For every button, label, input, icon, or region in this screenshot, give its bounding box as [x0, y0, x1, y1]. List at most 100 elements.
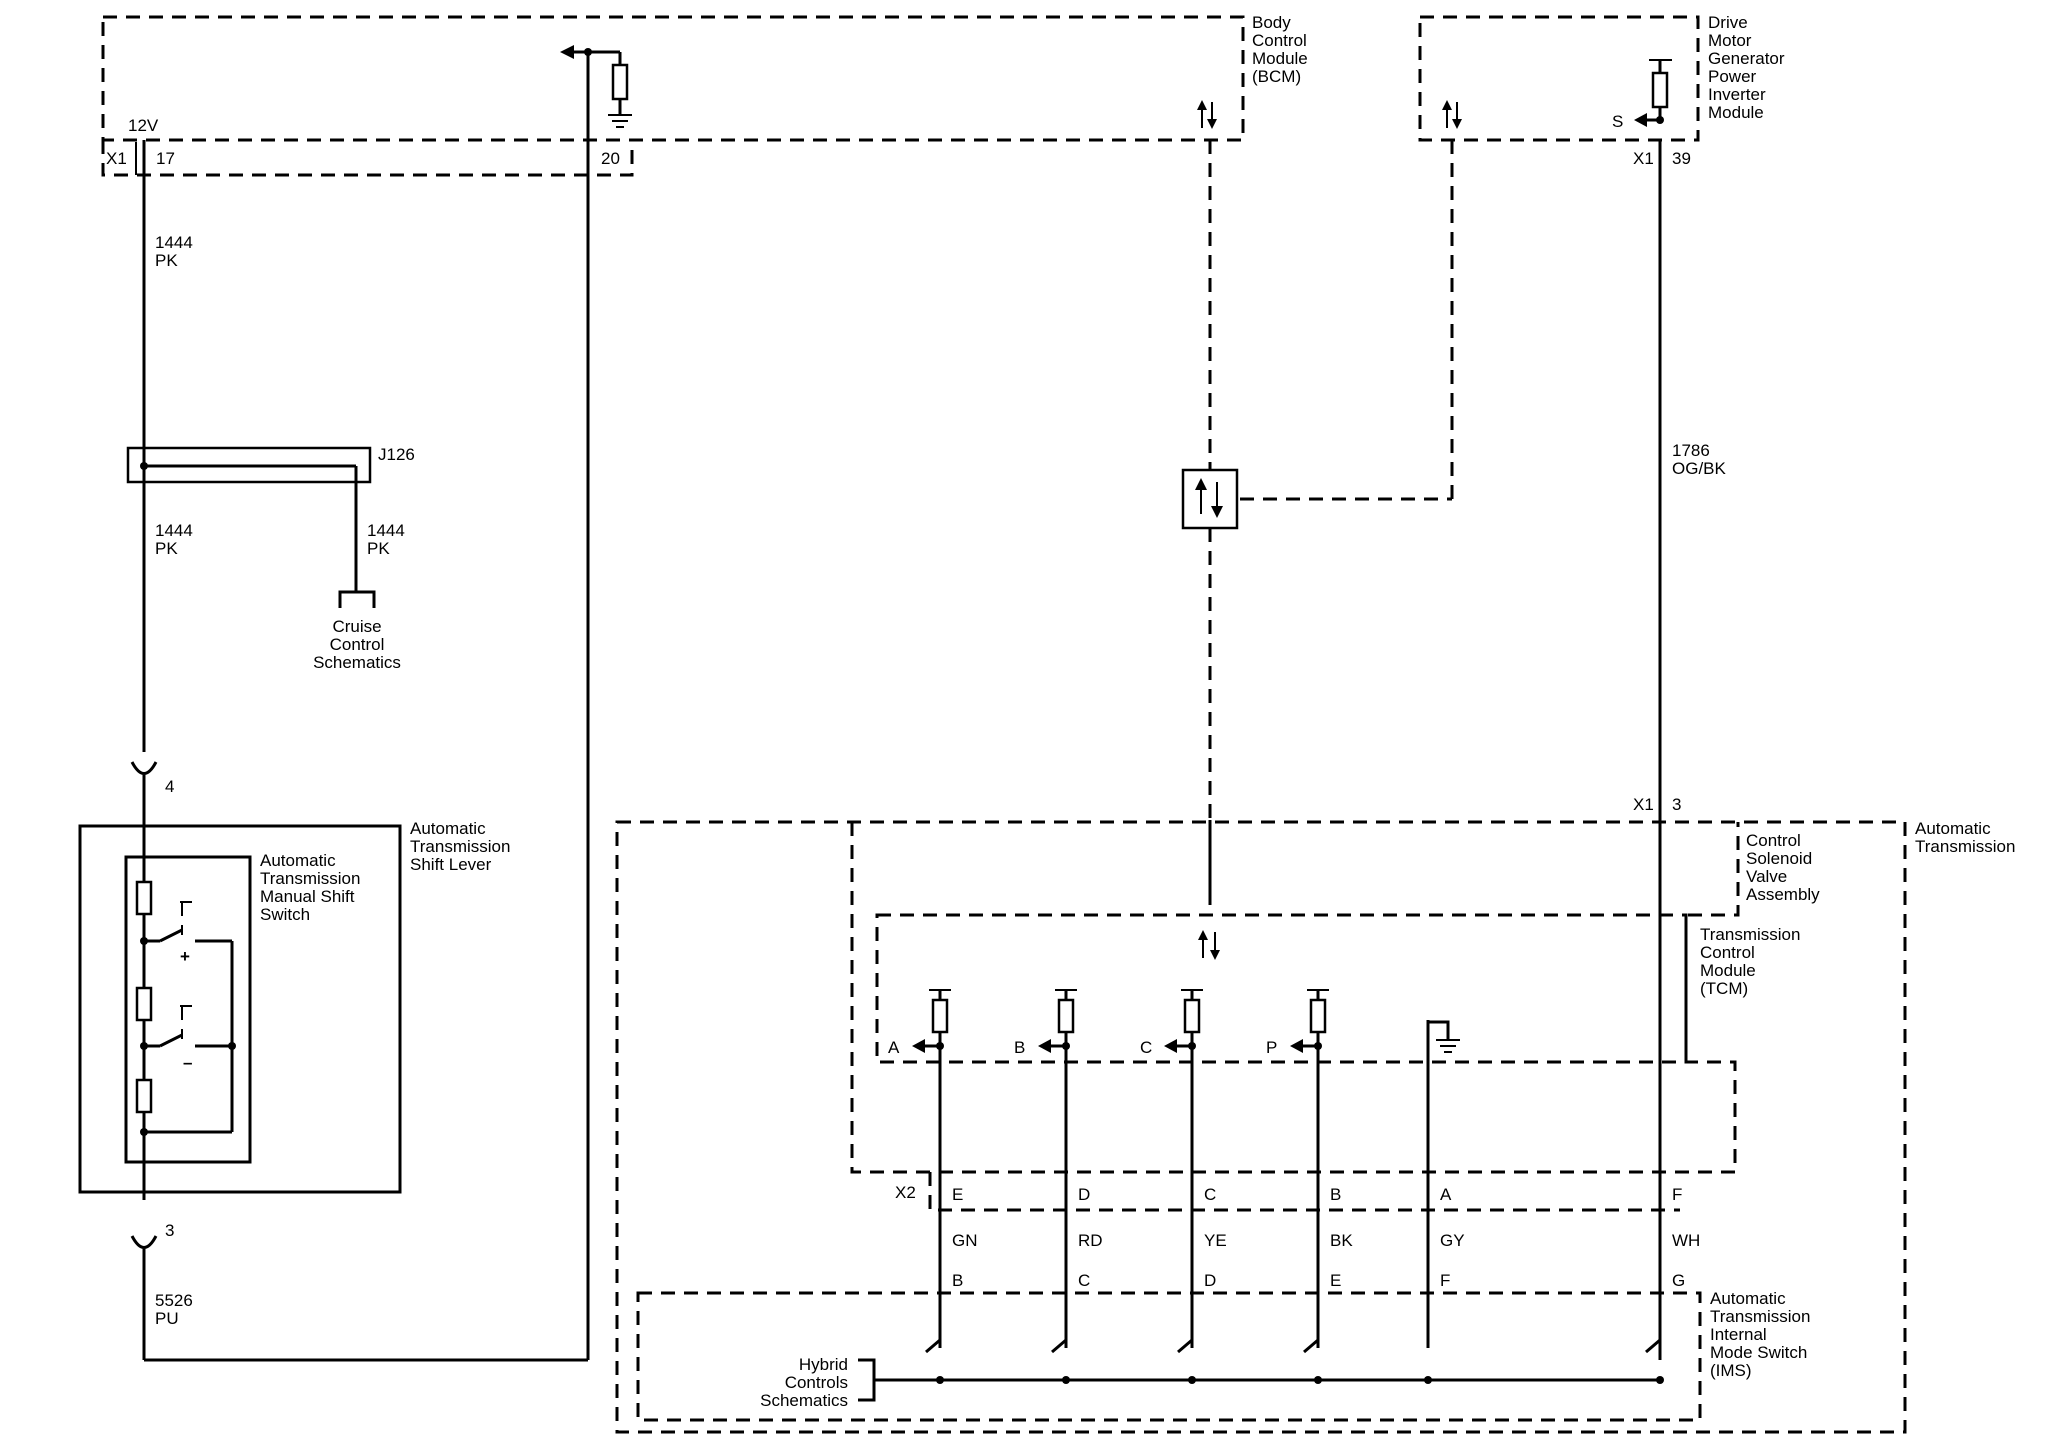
ims-switch-contact — [1051, 1338, 1067, 1354]
hybrid-label-line3: Schematics — [760, 1391, 848, 1410]
ims-junction-dot — [1424, 1376, 1432, 1384]
x2-pin-label: F — [1672, 1185, 1682, 1204]
ims-label-line3: Internal — [1710, 1325, 1767, 1344]
ims-junction-dot — [936, 1376, 944, 1384]
wire-color-label: BK — [1330, 1231, 1353, 1250]
tcm-label-line4: (TCM) — [1700, 979, 1748, 998]
ims-junction-dot — [1062, 1376, 1070, 1384]
cruise-control-reference: Cruise Control Schematics — [313, 590, 401, 672]
dm-pin-39: 39 — [1672, 149, 1691, 168]
auto-trans-label-line1: Automatic — [1915, 819, 1991, 838]
csva-label-line2: Solenoid — [1746, 849, 1812, 868]
shift-lever-label-line2: Transmission — [410, 837, 510, 856]
ims-pin-label: F — [1440, 1271, 1450, 1290]
ground-lead — [1428, 1020, 1450, 1040]
ims-pin-label: D — [1204, 1271, 1216, 1290]
output-arrow-icon — [1038, 1039, 1051, 1053]
wire-1786-ogbk: 1786 OG/BK X1 3 — [1633, 140, 1727, 1360]
ims-pin-label: B — [952, 1271, 963, 1290]
output-arrow-icon — [1290, 1039, 1303, 1053]
x2-pin-label: E — [952, 1185, 963, 1204]
wire-5526-number: 5526 — [155, 1291, 193, 1310]
dm-s-label: S — [1612, 112, 1623, 131]
tcm-label-line2: Control — [1700, 943, 1755, 962]
wire-color-label: GY — [1440, 1231, 1465, 1250]
tcm-serial-data-arrows-icon — [1198, 930, 1220, 960]
hybrid-controls-reference: Hybrid Controls Schematics — [760, 1355, 1660, 1410]
bcm-pin-17: 17 — [156, 149, 175, 168]
ims-pin-label: C — [1078, 1271, 1090, 1290]
inline-connector-3: 3 5526 PU — [130, 200, 590, 1362]
bcm-pin-20: 20 — [601, 149, 620, 168]
serial-data-arrows-icon — [1442, 100, 1462, 129]
wire-1444-color: PK — [155, 251, 178, 270]
bcm-label-line1: Body — [1252, 13, 1291, 32]
pullup-resistor — [1309, 998, 1327, 1034]
ims-switch-contact — [925, 1338, 941, 1354]
csva-label-line4: Assembly — [1746, 885, 1820, 904]
bcm-12v-label: 12V — [128, 116, 159, 135]
x2-pin-label: C — [1204, 1185, 1216, 1204]
wire-1444c-color: PK — [367, 539, 390, 558]
wire-1444-pk: 1444 PK — [142, 140, 193, 752]
dm-label-line1: Drive — [1708, 13, 1748, 32]
dm-label-line3: Generator — [1708, 49, 1785, 68]
hybrid-label-line2: Controls — [785, 1373, 848, 1392]
bcm-connector-x1: X1 — [106, 149, 127, 168]
junction-dot — [1188, 1042, 1196, 1050]
tcm-output-label: B — [1014, 1038, 1025, 1057]
minus-switch-label: – — [183, 1053, 192, 1072]
bcm-module: Body Control Module (BCM) 12V X1 17 20 — [101, 13, 1308, 200]
x2-pin-label: D — [1078, 1185, 1090, 1204]
ims-switch-contact — [1303, 1338, 1319, 1354]
splice-label: J126 — [378, 445, 415, 464]
bcm-label-line2: Control — [1252, 31, 1307, 50]
serial-data-hub-icon — [1195, 478, 1223, 518]
trans-pin-3: 3 — [1672, 795, 1681, 814]
tcm-output-label: C — [1140, 1038, 1152, 1057]
ims-pin-label: G — [1672, 1271, 1685, 1290]
wire-1786-number: 1786 — [1672, 441, 1710, 460]
cruise-label-line2: Control — [330, 635, 385, 654]
dm-label-line4: Power — [1708, 67, 1757, 86]
shift-lever-label-line3: Shift Lever — [410, 855, 492, 874]
automatic-transmission-housing: Automatic Transmission Control Solenoid … — [615, 819, 2015, 1434]
ims-junction-dot — [1314, 1376, 1322, 1384]
ground-icon — [608, 114, 632, 128]
tcm-output-label: P — [1266, 1038, 1277, 1057]
wire-5526-color: PU — [155, 1309, 179, 1328]
pullup-resistor — [931, 998, 949, 1034]
manual-switch-label-line3: Manual Shift — [260, 887, 355, 906]
ims-junction-dot — [1656, 1376, 1664, 1384]
manual-switch-label-line1: Automatic — [260, 851, 336, 870]
x2-connector-label: X2 — [895, 1183, 916, 1202]
wire-1444c-number: 1444 — [367, 521, 405, 540]
ims-switch-contact — [1177, 1338, 1193, 1354]
hybrid-label-line1: Hybrid — [799, 1355, 848, 1374]
wire-color-label: GN — [952, 1231, 978, 1250]
inline-connector-4: 4 — [130, 761, 174, 1200]
output-arrow-icon — [912, 1039, 925, 1053]
ims-label-line2: Transmission — [1710, 1307, 1810, 1326]
splice-j126: J126 1444 PK 1444 PK — [126, 445, 415, 592]
inline-connector-3-label: 3 — [165, 1221, 174, 1240]
tcm-label-line3: Module — [1700, 961, 1756, 980]
serial-data-network — [1181, 140, 1454, 905]
bcm-label-line4: (BCM) — [1252, 67, 1301, 86]
x2-pin-label: B — [1330, 1185, 1341, 1204]
wire-1786-color: OG/BK — [1672, 459, 1727, 478]
wire-1444b-color: PK — [155, 539, 178, 558]
x2-pin-label: A — [1440, 1185, 1452, 1204]
csva-label-line1: Control — [1746, 831, 1801, 850]
dm-label-line6: Module — [1708, 103, 1764, 122]
ims-switch-contact — [1645, 1338, 1661, 1354]
dm-label-line2: Motor — [1708, 31, 1752, 50]
manual-switch-label-line2: Transmission — [260, 869, 360, 888]
ims-label-line4: Mode Switch — [1710, 1343, 1807, 1362]
drive-motor-generator-module: Drive Motor Generator Power Inverter Mod… — [1418, 13, 1785, 168]
ims-junction-dot — [1188, 1376, 1196, 1384]
serial-data-arrows-icon — [1197, 100, 1217, 129]
tcm-label-line1: Transmission — [1700, 925, 1800, 944]
